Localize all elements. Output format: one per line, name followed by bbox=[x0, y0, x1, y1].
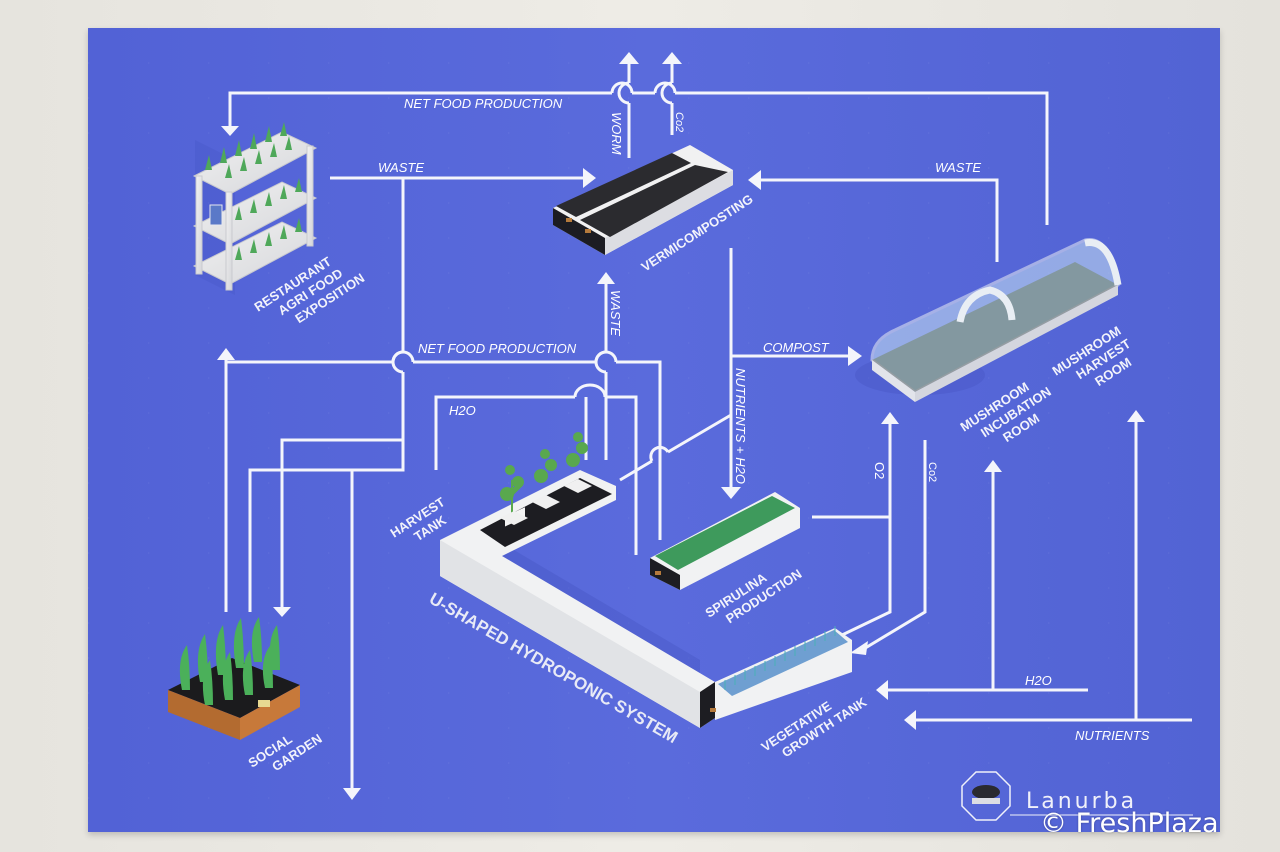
hydroponic-system-illustration bbox=[440, 432, 852, 728]
label-mushroom-harvest: MUSHROOM HARVEST ROOM bbox=[1049, 323, 1134, 389]
social-garden-illustration bbox=[168, 617, 300, 740]
arrow-to-vermicomposting-left bbox=[583, 168, 596, 188]
logo-octagon-icon bbox=[961, 771, 1011, 821]
arrow-down-bottom bbox=[343, 788, 361, 800]
restaurant-shelf-illustration bbox=[192, 122, 318, 295]
label-worm: WORM bbox=[609, 112, 624, 155]
label-nutrients-h2o: NUTRIENTS + H2O bbox=[733, 368, 748, 484]
label-compost: COMPOST bbox=[763, 340, 830, 355]
arrow-to-vermicomposting-right bbox=[748, 170, 761, 190]
label-co2-right: Co2 bbox=[926, 462, 938, 482]
arrow-to-vegetative bbox=[850, 641, 868, 655]
flow-net-food-top bbox=[228, 91, 1049, 225]
arrow-to-social-garden bbox=[273, 607, 291, 617]
watermark: © FreshPlaza bbox=[1040, 808, 1219, 839]
label-nutrients-bottom: NUTRIENTS bbox=[1075, 728, 1150, 743]
label-waste-mushroom: WASTE bbox=[935, 160, 981, 175]
arrow-nutrients-up bbox=[1127, 410, 1145, 422]
label-o2: O2 bbox=[872, 462, 887, 479]
flow-waste-mushroom bbox=[758, 178, 999, 262]
label-net-food-top: NET FOOD PRODUCTION bbox=[404, 96, 563, 111]
arrow-h2o-up bbox=[984, 460, 1002, 472]
arrow-to-restaurant bbox=[221, 126, 239, 136]
flow-nutrients-bottom bbox=[916, 420, 1192, 722]
flow-o2 bbox=[812, 420, 892, 638]
label-waste-vertical: WASTE bbox=[608, 290, 623, 336]
flow-labels: NET FOOD PRODUCTION WASTE WORM Co2 WASTE… bbox=[378, 96, 1150, 743]
arrow-to-restaurant-up bbox=[217, 348, 235, 360]
arrow-to-spirulina bbox=[721, 487, 741, 499]
arrow-waste-up bbox=[597, 272, 615, 284]
arrow-nutrients-left bbox=[904, 710, 916, 730]
arrow-to-mushroom bbox=[848, 346, 862, 366]
flow-co2-right bbox=[861, 440, 927, 652]
arrow-worm-up bbox=[619, 52, 639, 64]
logo-text: Lanurba bbox=[1026, 789, 1137, 814]
arrow-h2o-left bbox=[876, 680, 888, 700]
lanurba-logo: Lanurba bbox=[961, 771, 1193, 821]
flow-h2o-left bbox=[434, 395, 638, 555]
vermicomposting-bin-illustration bbox=[553, 145, 733, 255]
arrow-o2-up bbox=[881, 412, 899, 424]
flow-h2o-bottom bbox=[888, 470, 1088, 692]
mushroom-greenhouse-illustration bbox=[855, 238, 1122, 402]
label-net-food-mid: NET FOOD PRODUCTION bbox=[418, 341, 577, 356]
spirulina-tank-illustration bbox=[650, 492, 800, 590]
label-co2-top: Co2 bbox=[673, 112, 685, 132]
flow-lines bbox=[217, 52, 1192, 800]
label-h2o-bottom: H2O bbox=[1025, 673, 1052, 688]
arrow-co2-up bbox=[662, 52, 682, 64]
label-h2o-left: H2O bbox=[449, 403, 476, 418]
label-waste-restaurant: WASTE bbox=[378, 160, 424, 175]
